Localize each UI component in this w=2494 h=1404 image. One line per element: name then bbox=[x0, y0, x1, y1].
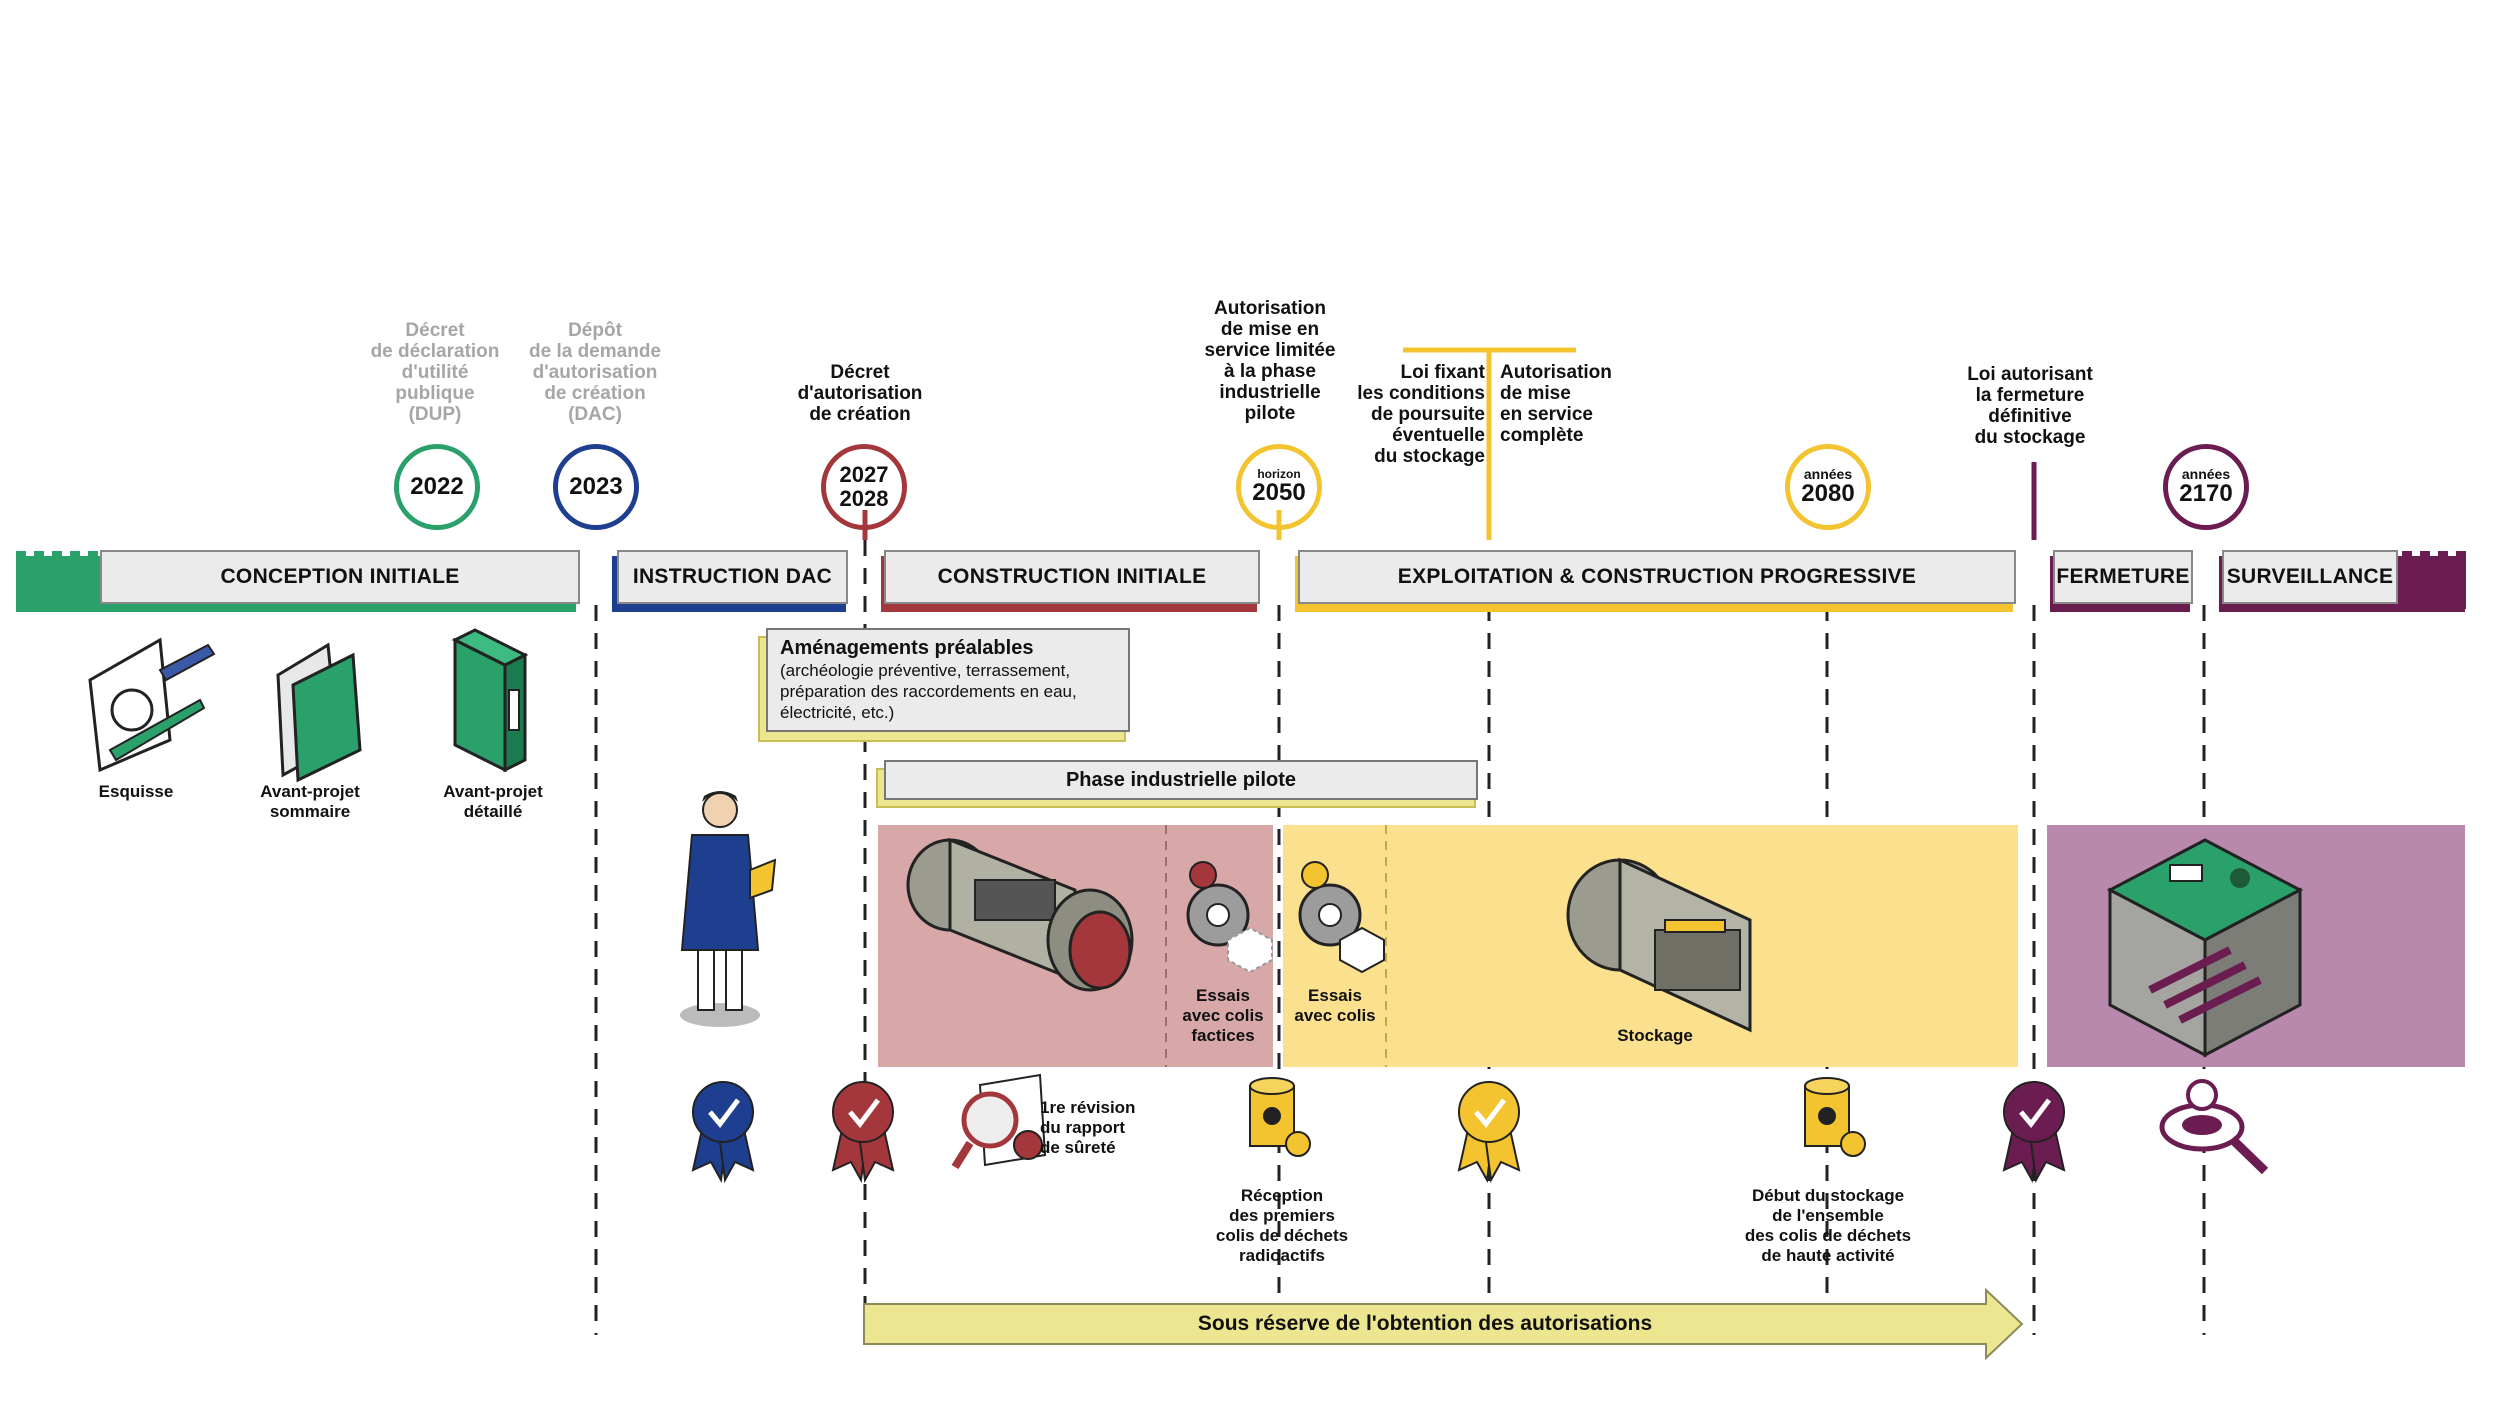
radioactive-barrel-icon bbox=[1804, 1077, 1866, 1157]
year-prefix: années bbox=[2181, 466, 2231, 482]
date-badge-2170: années 2170 bbox=[2163, 444, 2249, 530]
caption-reception: Réception des premiers colis de déchets … bbox=[1215, 1186, 1349, 1265]
magnifier-surveillance-icon bbox=[2159, 1079, 2269, 1175]
engineer-figure-icon bbox=[680, 791, 777, 1027]
date-badge-2022: 2022 bbox=[394, 444, 480, 530]
milestone-label-full-authorization: Autorisation de mise en service complète bbox=[1500, 362, 1612, 446]
caption-avant-projet-sommaire: Avant-projet sommaire bbox=[260, 782, 360, 821]
caption-stockage: Stockage bbox=[1617, 1026, 1693, 1045]
underground-closure-icon bbox=[2106, 838, 2304, 1058]
year-text: 2050 bbox=[1252, 479, 1306, 506]
approval-rosette-icon bbox=[831, 1081, 895, 1184]
amenagements-title: Aménagements préalables bbox=[780, 637, 1034, 659]
authorization-arrow-label: Sous réserve de l'obtention des autorisa… bbox=[1197, 1312, 1653, 1335]
gears-icon bbox=[1298, 861, 1385, 974]
year-text: 2080 bbox=[1801, 480, 1855, 507]
milestone-label-creation: Décret d'autorisation de création bbox=[797, 362, 923, 425]
phase-construction: CONSTRUCTION INITIALE bbox=[884, 550, 1260, 604]
pilot-phase-box: Phase industrielle pilote bbox=[884, 760, 1478, 800]
caption-esquisse: Esquisse bbox=[98, 782, 174, 801]
binder-icon bbox=[451, 628, 529, 773]
approval-rosette-icon bbox=[691, 1081, 755, 1184]
year-text: 2170 bbox=[2179, 480, 2233, 507]
phase-conception: CONCEPTION INITIALE bbox=[100, 550, 580, 604]
caption-avant-projet-detaille: Avant-projet détaillé bbox=[443, 782, 543, 821]
milestone-label-dac: Dépôt de la demande d'autorisation de cr… bbox=[529, 320, 661, 425]
date-badge-2023: 2023 bbox=[553, 444, 639, 530]
phase-instruction: INSTRUCTION DAC bbox=[617, 550, 848, 604]
tunnel-boring-machine-icon bbox=[906, 837, 1134, 992]
approval-rosette-icon bbox=[2002, 1081, 2066, 1184]
phase-construction-label: CONSTRUCTION INITIALE bbox=[937, 565, 1207, 588]
phase-instruction-label: INSTRUCTION DAC bbox=[632, 565, 833, 588]
caption-debut-stockage: Début du stockage de l'ensemble des coli… bbox=[1744, 1186, 1912, 1265]
milestone-label-closure-law: Loi autorisant la fermeture définitive d… bbox=[1967, 364, 2093, 448]
phase-surveillance-label: SURVEILLANCE bbox=[2226, 565, 2394, 588]
milestone-label-pilot-authorization: Autorisation de mise en service limitée … bbox=[1204, 298, 1336, 424]
year-prefix: années bbox=[1803, 466, 1853, 482]
date-badge-2027-2028: 2027 2028 bbox=[821, 444, 907, 530]
phase-exploitation-label: EXPLOITATION & CONSTRUCTION PROGRESSIVE bbox=[1397, 565, 1917, 588]
safety-report-icon bbox=[951, 1073, 1047, 1170]
caption-essais-colis: Essais avec colis bbox=[1294, 986, 1376, 1025]
gears-icon bbox=[1186, 861, 1273, 974]
authorization-arrow bbox=[863, 1287, 2024, 1361]
folder-icon bbox=[276, 642, 362, 783]
sketch-drawing-icon bbox=[88, 637, 216, 773]
amenagements-detail: (archéologie préventive, terrassement, p… bbox=[780, 661, 1077, 722]
pilot-phase-label: Phase industrielle pilote bbox=[1065, 768, 1297, 791]
phase-fermeture: FERMETURE bbox=[2053, 550, 2193, 604]
amenagements-box: Aménagements préalables (archéologie pré… bbox=[766, 628, 1130, 732]
caption-revision: 1re révision du rapport de sûreté bbox=[1040, 1098, 1136, 1157]
year-text: 2028 bbox=[839, 486, 889, 511]
year-prefix: horizon bbox=[1257, 467, 1301, 481]
approval-rosette-icon bbox=[1457, 1081, 1521, 1184]
date-badge-2080: années 2080 bbox=[1785, 444, 1871, 530]
phase-surveillance: SURVEILLANCE bbox=[2222, 550, 2398, 604]
storage-tunnel-icon bbox=[1566, 857, 1752, 1033]
year-text: 2027 bbox=[839, 462, 889, 487]
date-badge-2050: horizon 2050 bbox=[1236, 444, 1322, 530]
phase-conception-label: CONCEPTION INITIALE bbox=[220, 565, 460, 588]
year-text: 2022 bbox=[410, 473, 464, 500]
year-text: 2023 bbox=[569, 473, 623, 500]
radioactive-barrel-icon bbox=[1249, 1077, 1311, 1157]
caption-essais-factices: Essais avec colis factices bbox=[1182, 986, 1264, 1045]
phase-exploitation: EXPLOITATION & CONSTRUCTION PROGRESSIVE bbox=[1298, 550, 2016, 604]
phase-fermeture-label: FERMETURE bbox=[2056, 565, 2190, 588]
milestone-label-law-conditions: Loi fixant les conditions de poursuite é… bbox=[1357, 362, 1485, 467]
milestone-label-dup: Décret de déclaration d'utilité publique… bbox=[370, 320, 500, 425]
